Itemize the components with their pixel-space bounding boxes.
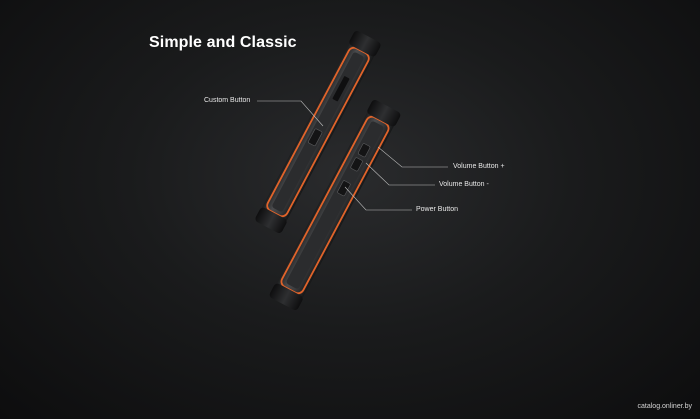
phone-right	[269, 100, 401, 310]
phone-left-slot	[332, 76, 350, 102]
volume-down-label: Volume Button -	[439, 181, 489, 188]
custom-button-key	[308, 128, 323, 147]
phone-left-top-cap	[349, 31, 381, 57]
volume-down-key	[350, 157, 363, 172]
phone-right-top-cap	[367, 100, 401, 127]
phone-right-bottom-cap	[269, 283, 303, 310]
power-button-leader	[344, 186, 412, 211]
volume-down-leader	[365, 162, 435, 186]
volume-up-leader	[377, 146, 448, 168]
page-title: Simple and Classic	[149, 34, 297, 51]
phone-left-bottom-cap	[255, 207, 287, 233]
volume-up-key	[357, 143, 371, 158]
phone-left	[255, 31, 381, 233]
watermark: catalog.onliner.by	[637, 403, 692, 410]
volume-up-label: Volume Button +	[453, 163, 505, 170]
power-button-label: Power Button	[416, 206, 459, 213]
custom-button-label: Custom Button	[204, 97, 251, 104]
custom-button-leader	[257, 100, 324, 127]
